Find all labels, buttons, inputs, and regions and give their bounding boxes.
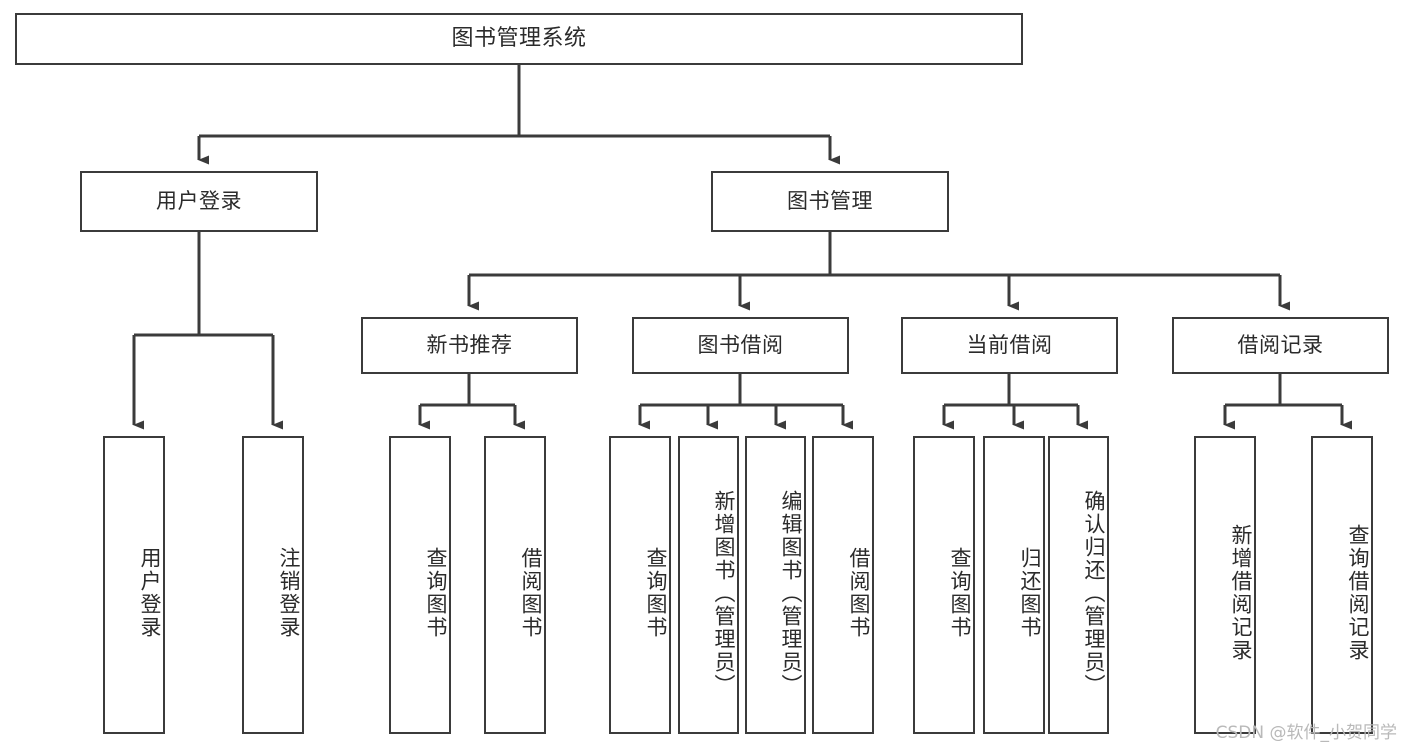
node-label: 图书借阅 xyxy=(697,333,784,358)
node-root-system[interactable]: 图书管理系统 xyxy=(15,13,1023,65)
node-label: 借阅图书 xyxy=(847,547,871,639)
leaf-query-borrow-record[interactable]: 查询借阅记录 xyxy=(1311,436,1373,734)
leaf-user-login[interactable]: 用户登录 xyxy=(103,436,165,734)
node-label: 编辑图书（管理员） xyxy=(779,489,803,697)
leaf-borrow-book-1[interactable]: 借阅图书 xyxy=(484,436,546,734)
node-label: 查询图书 xyxy=(948,547,972,639)
leaf-borrow-book-2[interactable]: 借阅图书 xyxy=(812,436,874,734)
leaf-query-book-3[interactable]: 查询图书 xyxy=(913,436,975,734)
node-label: 借阅图书 xyxy=(519,547,543,639)
node-label: 查询借阅记录 xyxy=(1346,524,1370,662)
node-new-book-recommend[interactable]: 新书推荐 xyxy=(361,317,578,374)
leaf-confirm-return[interactable]: 确认归还（管理员） xyxy=(1048,436,1109,734)
node-user-login[interactable]: 用户登录 xyxy=(80,171,318,232)
node-book-borrow[interactable]: 图书借阅 xyxy=(632,317,849,374)
node-label: 归还图书 xyxy=(1018,547,1042,639)
node-borrow-record[interactable]: 借阅记录 xyxy=(1172,317,1389,374)
node-label: 借阅记录 xyxy=(1237,333,1324,358)
csdn-watermark: CSDN @软件_小贺同学 xyxy=(1215,723,1397,743)
node-current-borrow[interactable]: 当前借阅 xyxy=(901,317,1118,374)
leaf-edit-book[interactable]: 编辑图书（管理员） xyxy=(745,436,806,734)
node-label: 新增借阅记录 xyxy=(1229,524,1253,662)
leaf-logout-login[interactable]: 注销登录 xyxy=(242,436,304,734)
node-label: 用户登录 xyxy=(156,189,242,214)
leaf-add-borrow-record[interactable]: 新增借阅记录 xyxy=(1194,436,1256,734)
leaf-return-book[interactable]: 归还图书 xyxy=(983,436,1045,734)
node-label: 图书管理 xyxy=(787,189,873,214)
node-label: 新增图书（管理员） xyxy=(712,489,736,697)
node-label: 用户登录 xyxy=(138,547,162,639)
node-label: 查询图书 xyxy=(424,547,448,639)
node-label: 新书推荐 xyxy=(426,333,513,358)
node-label: 图书管理系统 xyxy=(451,26,587,52)
node-label: 查询图书 xyxy=(644,547,668,639)
node-label: 确认归还（管理员） xyxy=(1082,489,1106,697)
node-label: 注销登录 xyxy=(277,547,301,639)
leaf-query-book-2[interactable]: 查询图书 xyxy=(609,436,671,734)
leaf-add-book[interactable]: 新增图书（管理员） xyxy=(678,436,739,734)
node-label: 当前借阅 xyxy=(966,333,1053,358)
node-book-management[interactable]: 图书管理 xyxy=(711,171,949,232)
leaf-query-book-1[interactable]: 查询图书 xyxy=(389,436,451,734)
